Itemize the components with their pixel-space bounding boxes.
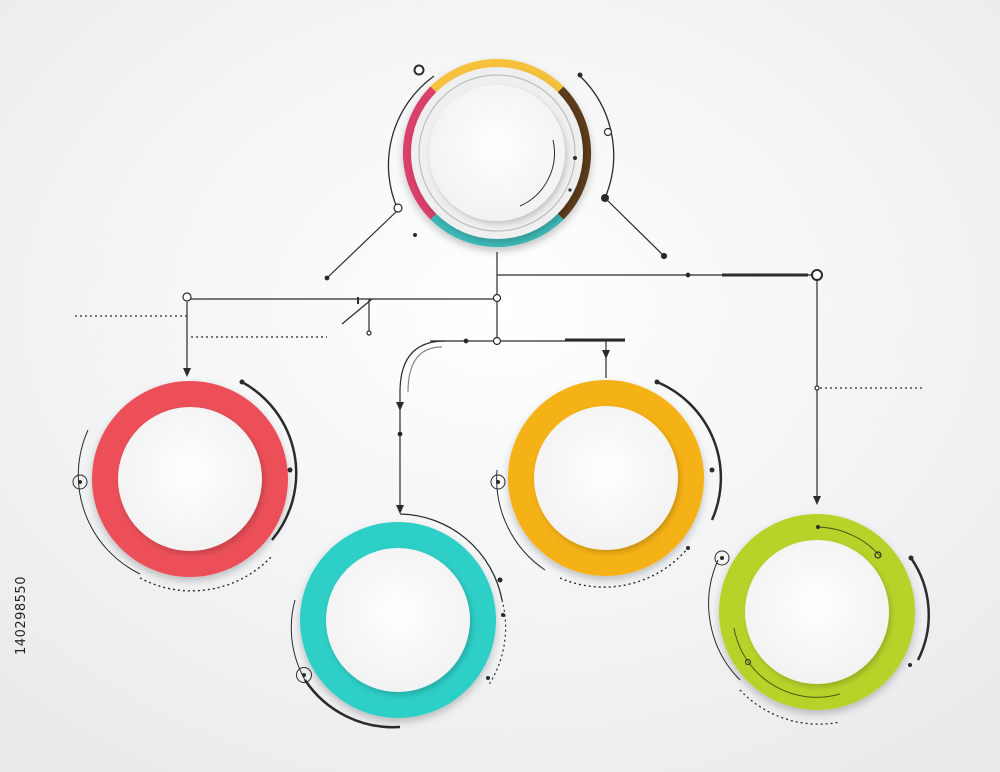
orange-node[interactable] <box>490 379 723 588</box>
stock-id-text: 140298550 <box>13 575 29 655</box>
top-node[interactable] <box>387 58 615 248</box>
lime-node[interactable] <box>708 514 930 725</box>
arrow-heads <box>183 350 821 514</box>
red-node[interactable] <box>72 379 298 592</box>
connector-lines <box>75 197 925 508</box>
connector-dots <box>182 252 823 437</box>
stock-id-label: 140298550 <box>6 545 36 685</box>
teal-node[interactable] <box>290 513 507 729</box>
